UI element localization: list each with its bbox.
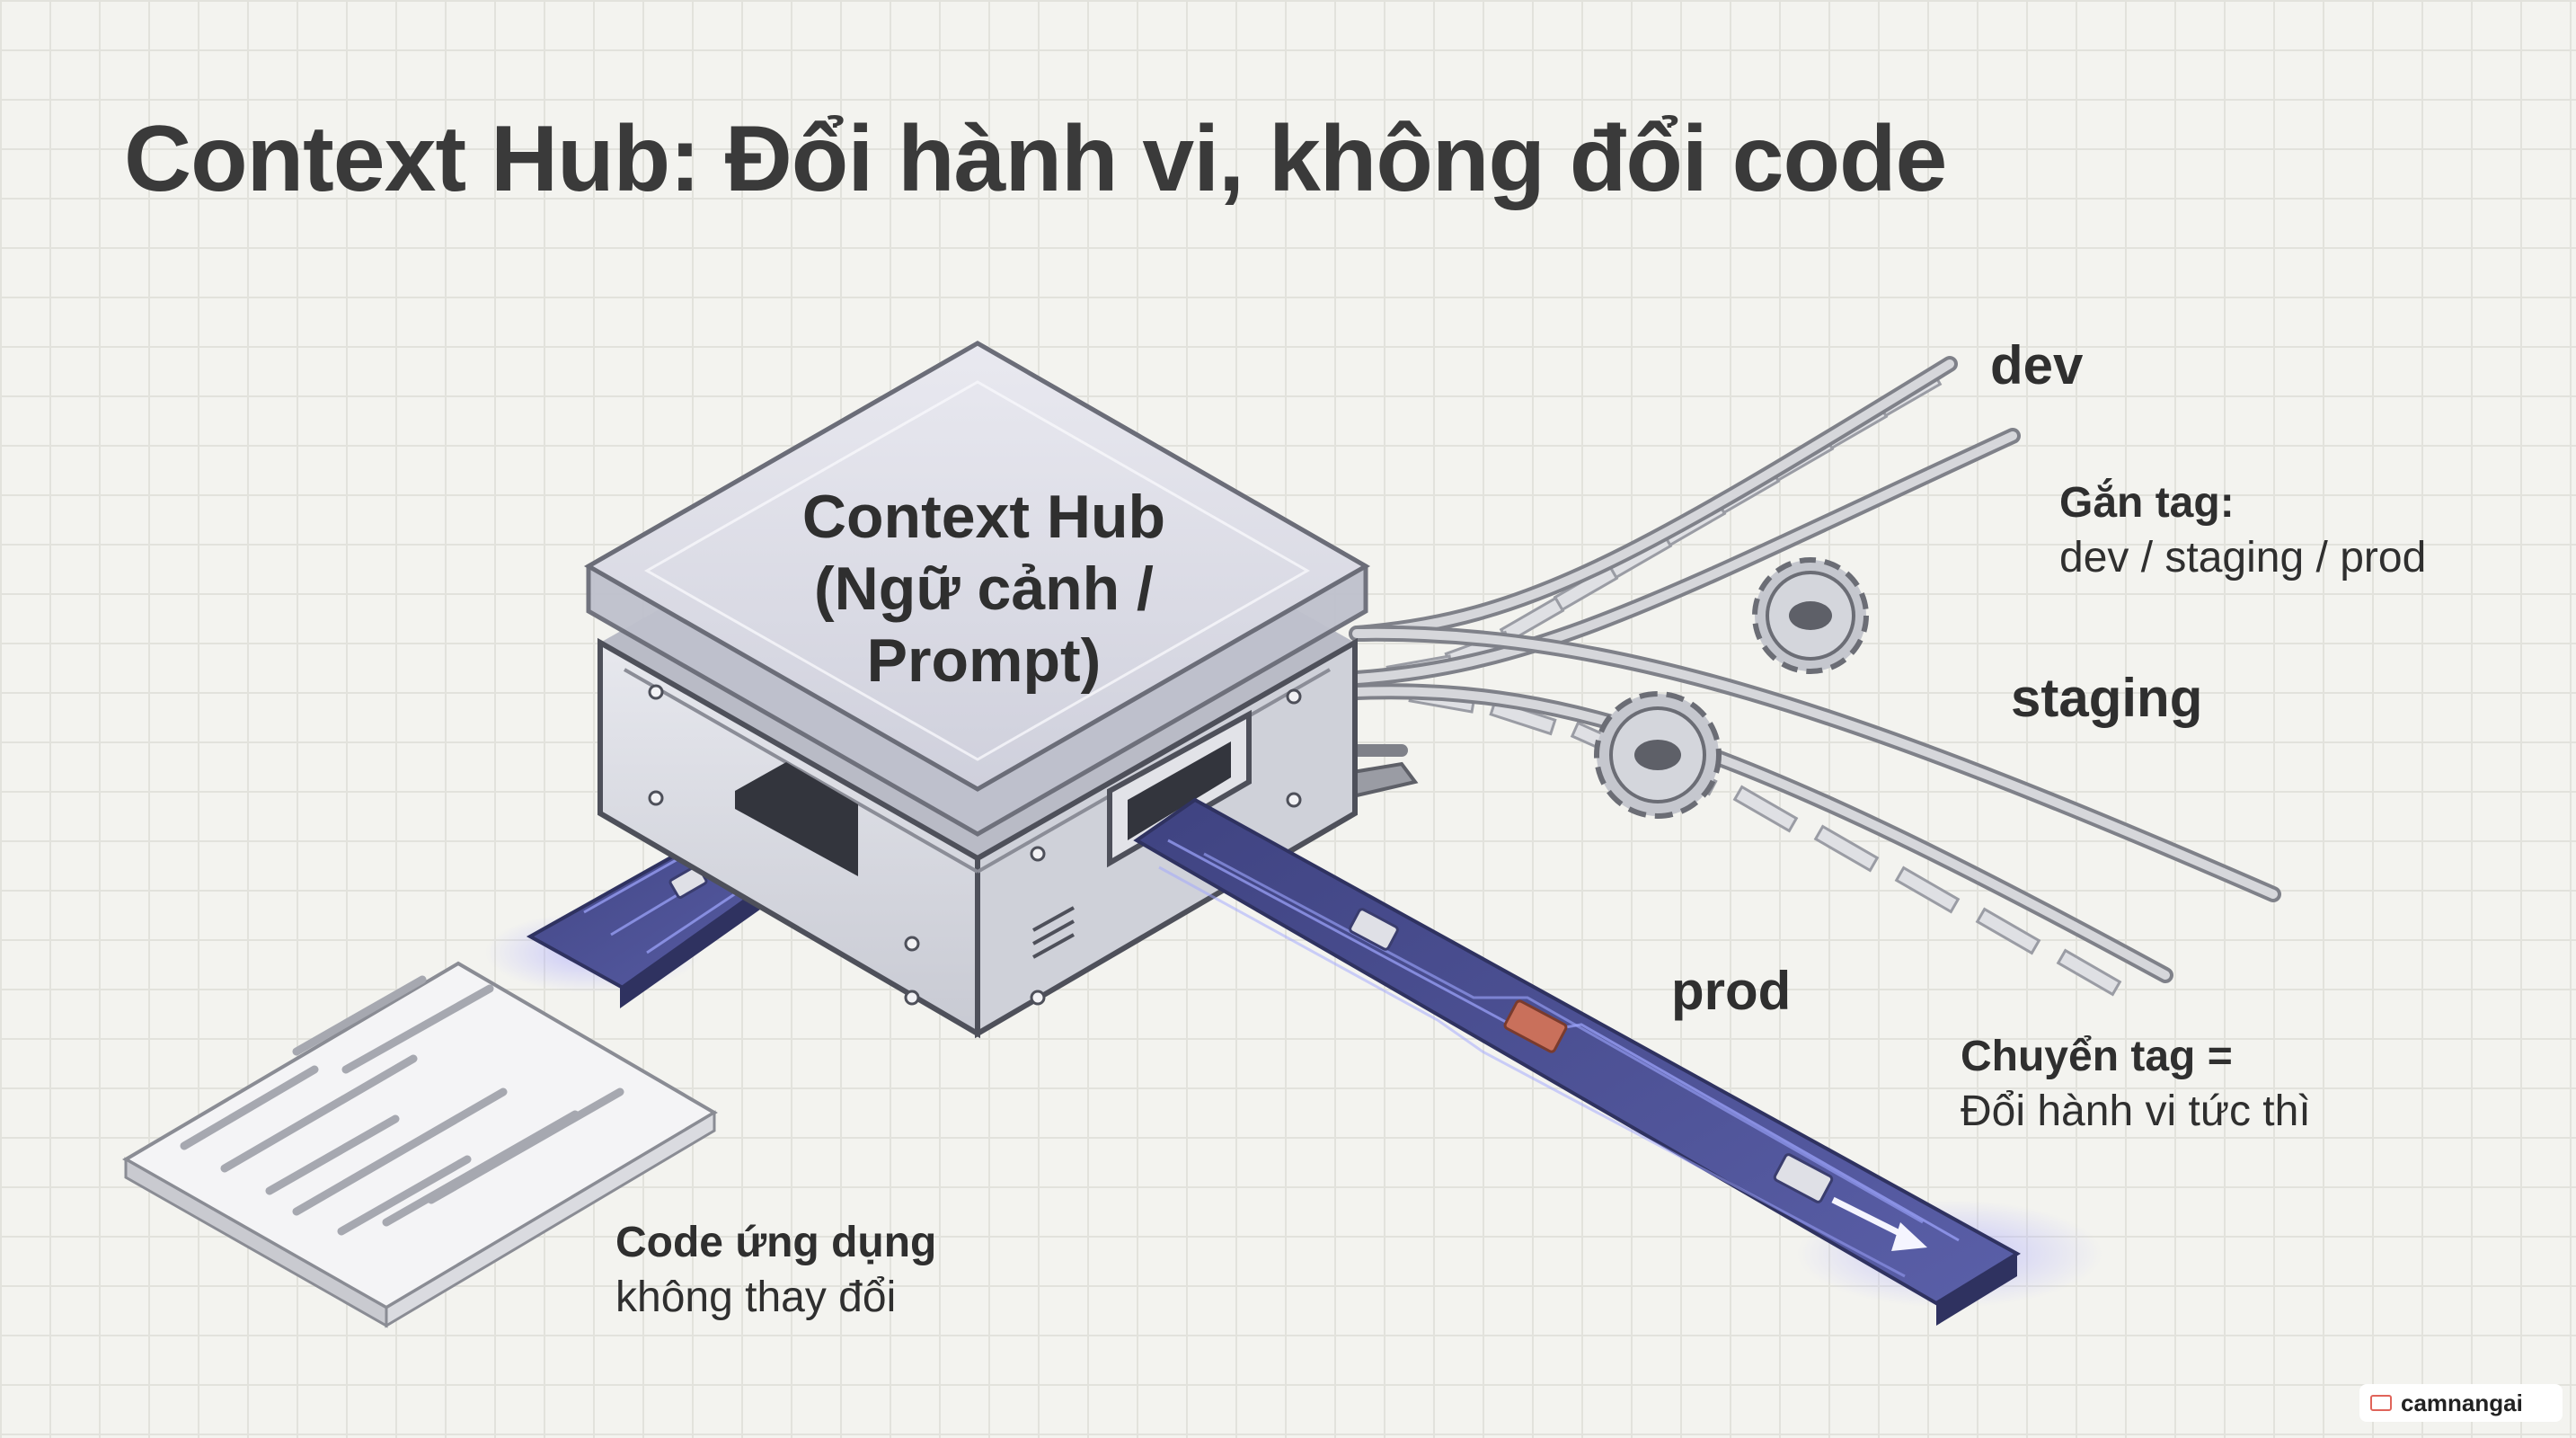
- switch-note-heading: Chuyển tag =: [1961, 1033, 2233, 1080]
- context-hub-box: [583, 341, 1371, 1039]
- book-icon: [2370, 1395, 2392, 1411]
- track-label-prod: prod: [1671, 961, 1792, 1021]
- code-document: [122, 961, 718, 1328]
- package-icon: [1503, 999, 1568, 1053]
- code-note-heading: Code ứng dụng: [615, 1219, 937, 1266]
- hub-label-line2: (Ngữ cảnh /: [814, 555, 1154, 623]
- watermark-text: camnangai: [2401, 1389, 2523, 1416]
- track-label-dev: dev: [1990, 335, 2084, 395]
- switch-note-body: Đổi hành vi tức thì: [1961, 1087, 2311, 1135]
- code-note-body: không thay đổi: [615, 1274, 897, 1321]
- code-note: Code ứng dụng không thay đổi: [615, 1218, 936, 1322]
- tag-note-body: dev / staging / prod: [2059, 534, 2427, 581]
- prod-belt: [1133, 797, 2102, 1326]
- hub-label-line3: Prompt): [866, 626, 1102, 695]
- switch-note: Chuyển tag = Đổi hành vi tức thì: [1961, 1032, 2311, 1136]
- hub-label-line1: Context Hub: [801, 483, 1166, 551]
- track-label-staging: staging: [2011, 668, 2203, 728]
- tag-note: Gắn tag: dev / staging / prod: [2059, 478, 2426, 582]
- gear-icon: [1594, 691, 1722, 819]
- watermark: camnangai: [2359, 1384, 2563, 1422]
- tag-note-heading: Gắn tag:: [2059, 479, 2235, 527]
- hub-label: Context Hub (Ngữ cảnh / Prompt): [746, 481, 1222, 697]
- gear-icon: [1752, 557, 1869, 674]
- arrow-icon: [1891, 1222, 1927, 1251]
- page-title: Context Hub: Đổi hành vi, không đổi code: [124, 107, 1947, 211]
